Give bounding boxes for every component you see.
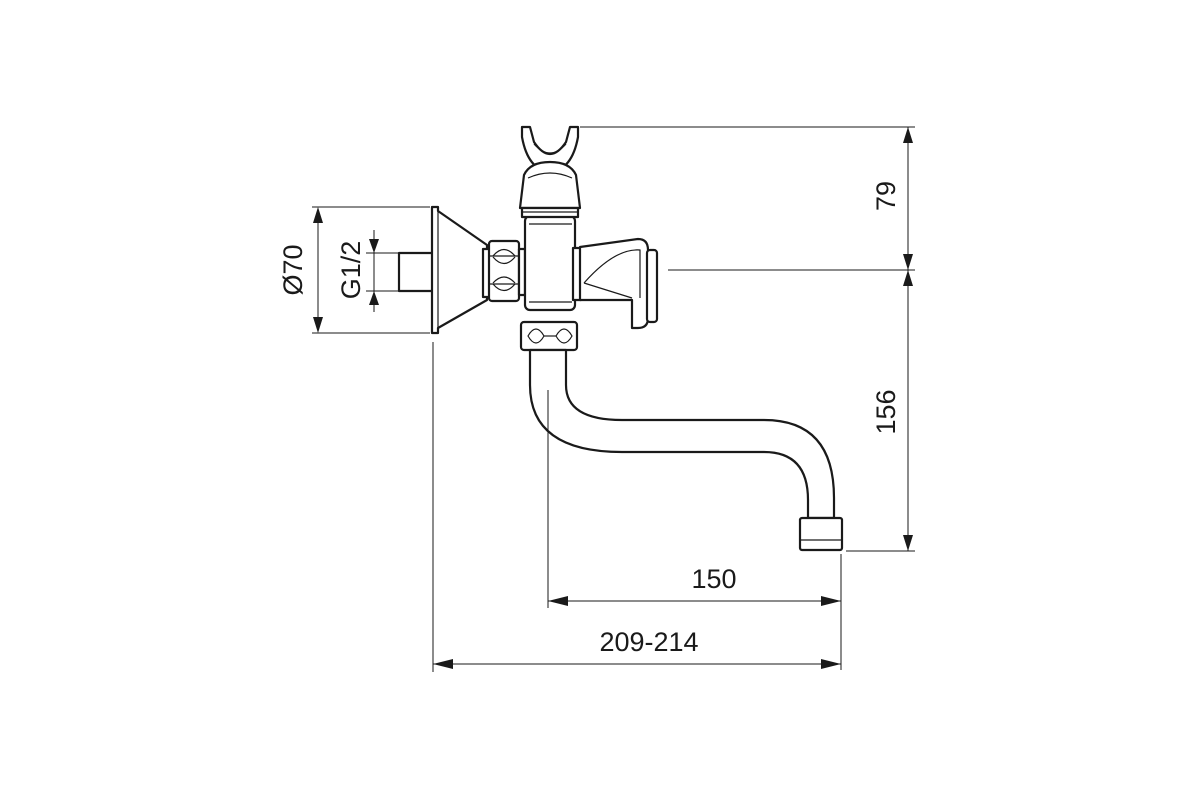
- wall-connector: [397, 251, 435, 293]
- lever-handle: [578, 237, 659, 330]
- dimension-overall-projection: 209-214: [432, 342, 841, 672]
- arrowhead: [369, 239, 379, 253]
- dimension-thread: G1/2: [336, 230, 398, 312]
- spout-collar: [519, 320, 579, 352]
- dimension-holder-height: 79: [871, 127, 913, 270]
- overall-projection-label: 209-214: [599, 627, 698, 657]
- arrowhead: [313, 207, 323, 223]
- arrowhead: [903, 254, 913, 270]
- arrowhead: [369, 291, 379, 305]
- valve-body: [523, 214, 583, 312]
- shower-holder: [518, 125, 582, 219]
- aerator: [798, 516, 844, 552]
- holder-height-label: 79: [871, 181, 901, 211]
- dimension-spout-height: 156: [871, 270, 913, 551]
- arrowhead: [903, 127, 913, 143]
- dimension-vertical-right: 79 156: [580, 126, 915, 552]
- spout-projection-label: 150: [691, 564, 736, 594]
- arrowhead: [313, 317, 323, 333]
- union-nut: [481, 239, 527, 303]
- wall-flange: [430, 205, 489, 335]
- thread-label: G1/2: [336, 241, 366, 300]
- flange-diameter-label: Ø70: [278, 244, 308, 295]
- spout: [528, 348, 836, 520]
- dimension-flange-diameter: Ø70: [278, 206, 430, 334]
- spout-height-label: 156: [871, 389, 901, 434]
- arrowhead: [903, 270, 913, 286]
- arrowhead: [821, 596, 841, 606]
- arrowhead: [903, 535, 913, 551]
- arrowhead: [821, 659, 841, 669]
- dimension-spout-projection: 150: [547, 390, 842, 670]
- faucet-assembly: [397, 125, 844, 552]
- arrowhead: [433, 659, 453, 669]
- arrowhead: [548, 596, 568, 606]
